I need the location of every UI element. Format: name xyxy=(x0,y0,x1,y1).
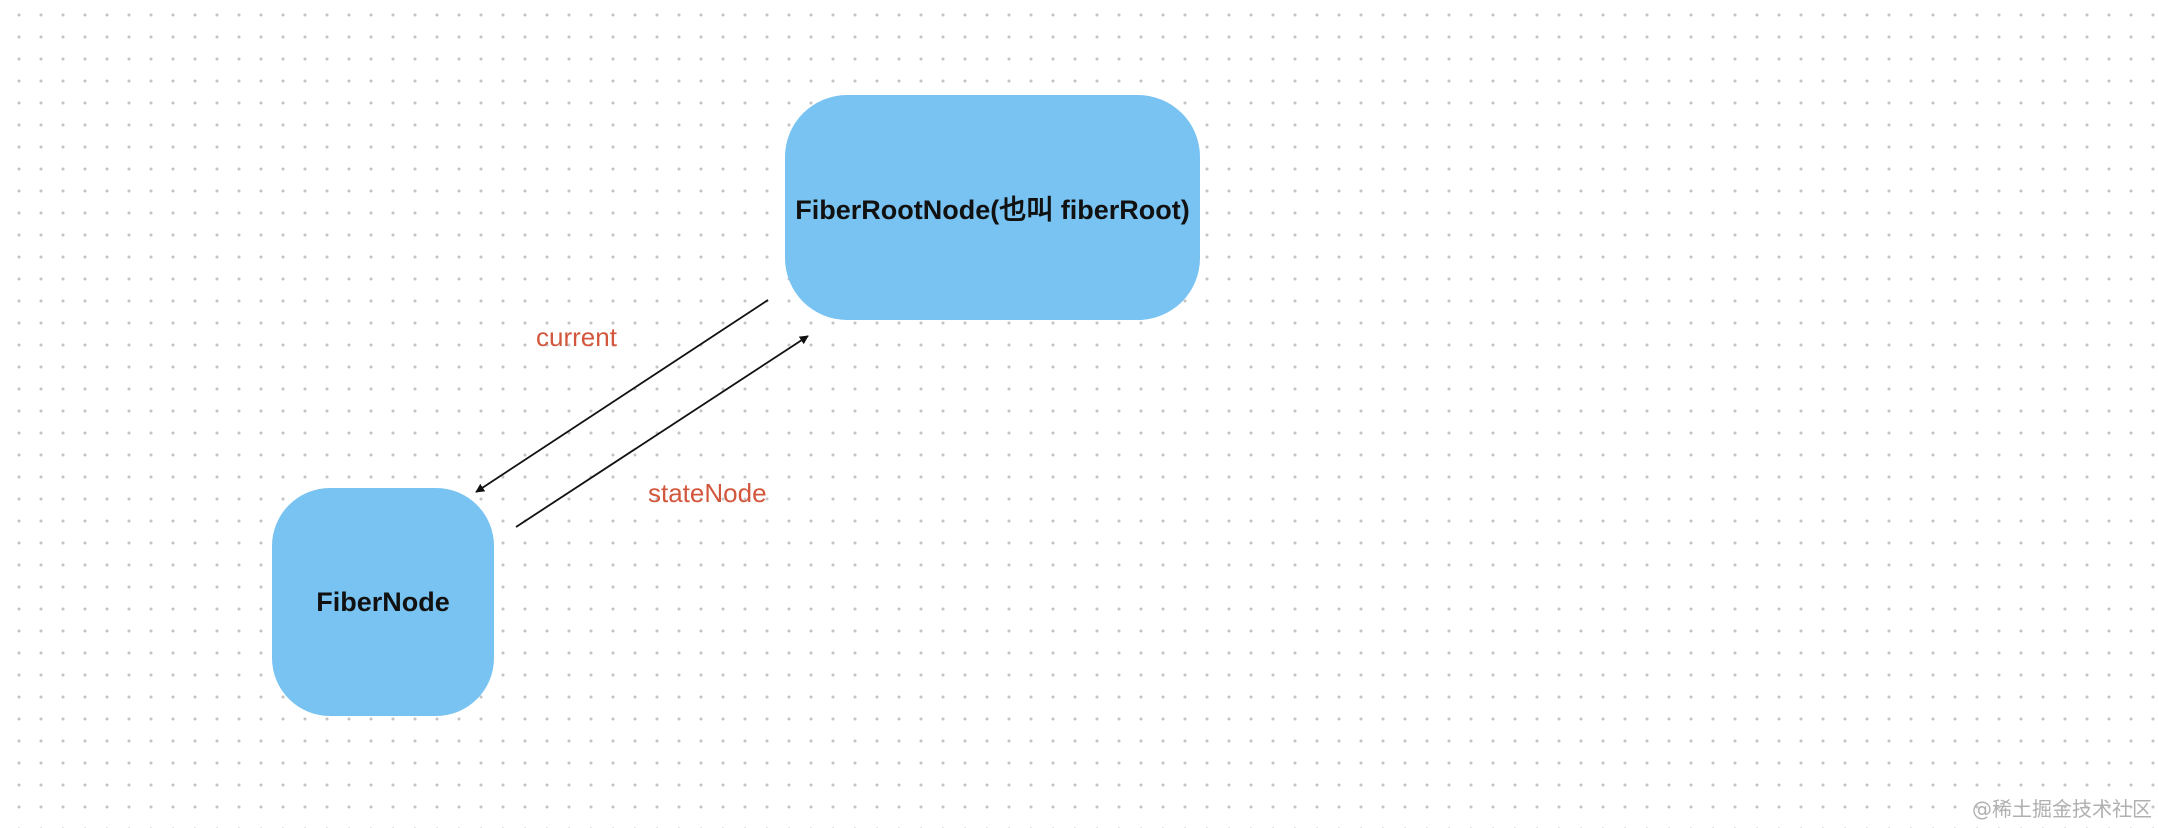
fiber-node: FiberNode xyxy=(272,488,494,716)
edge-current-arrow xyxy=(475,299,769,493)
edge-label-current: current xyxy=(536,322,617,352)
edge-label-statenode: stateNode xyxy=(648,478,767,508)
fiber-node-label: FiberNode xyxy=(316,586,450,617)
watermark: @稀土掘金技术社区 xyxy=(1972,797,2152,821)
fiber-root-node: FiberRootNode(也叫 fiberRoot) xyxy=(785,95,1200,320)
fiber-root-node-label: FiberRootNode(也叫 fiberRoot) xyxy=(795,195,1190,225)
